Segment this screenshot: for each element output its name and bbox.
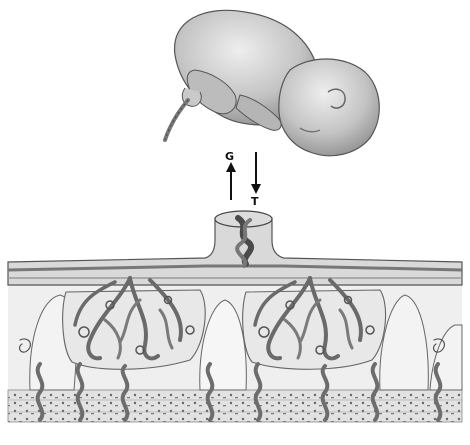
up-arrow-label: G [225, 151, 234, 162]
up-arrow [226, 162, 236, 200]
fetus-icon [165, 10, 379, 155]
down-arrow [251, 152, 261, 194]
down-arrow-label: T [251, 196, 259, 207]
